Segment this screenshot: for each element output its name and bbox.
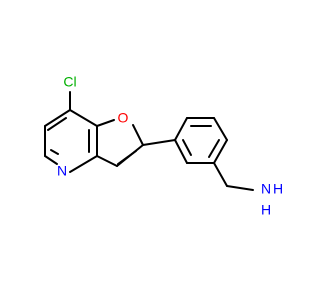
bond-group [44,91,254,191]
bond-ph3-ph4 [213,117,228,141]
bond-o-c2 [132,124,144,146]
atom-label-group: Cl O N N H H [57,74,283,218]
structure-canvas: Cl O N N H H [44,73,284,218]
chlorine-label: Cl [63,74,76,90]
bond-ph1-ph2 [174,117,188,141]
molecule-diagram: Cl O N N H H [44,74,283,218]
pyridine-nitrogen-label: N [57,163,67,179]
bond-c7a-c7 [69,109,98,127]
bond-c5-n [44,155,58,165]
bond-ph6-ph1-inner [182,139,192,156]
oxygen-label: O [118,110,129,126]
bond-ch2-n [226,185,254,191]
bond-c5-n-inner [50,149,59,155]
bond-c7-c6 [44,109,71,127]
amine-nitrogen-label: N [261,181,271,197]
bond-c2-c3-inner [117,150,137,165]
bond-c2-phenyl [142,139,176,146]
bond-c7a-o [96,119,115,127]
bond-ph4-ph5-inner [208,139,220,158]
bond-ph5-ch2 [213,162,228,187]
bond-c3-c3a [96,155,118,167]
amine-hydrogen-label-2: H [261,202,271,218]
amine-hydrogen-label: H [273,181,283,197]
bond-n-c3a [69,155,98,173]
bond-ph4-ph5 [213,139,228,164]
bond-ph6-ph1 [174,139,188,164]
bond-c7-c6-inner [47,117,67,131]
